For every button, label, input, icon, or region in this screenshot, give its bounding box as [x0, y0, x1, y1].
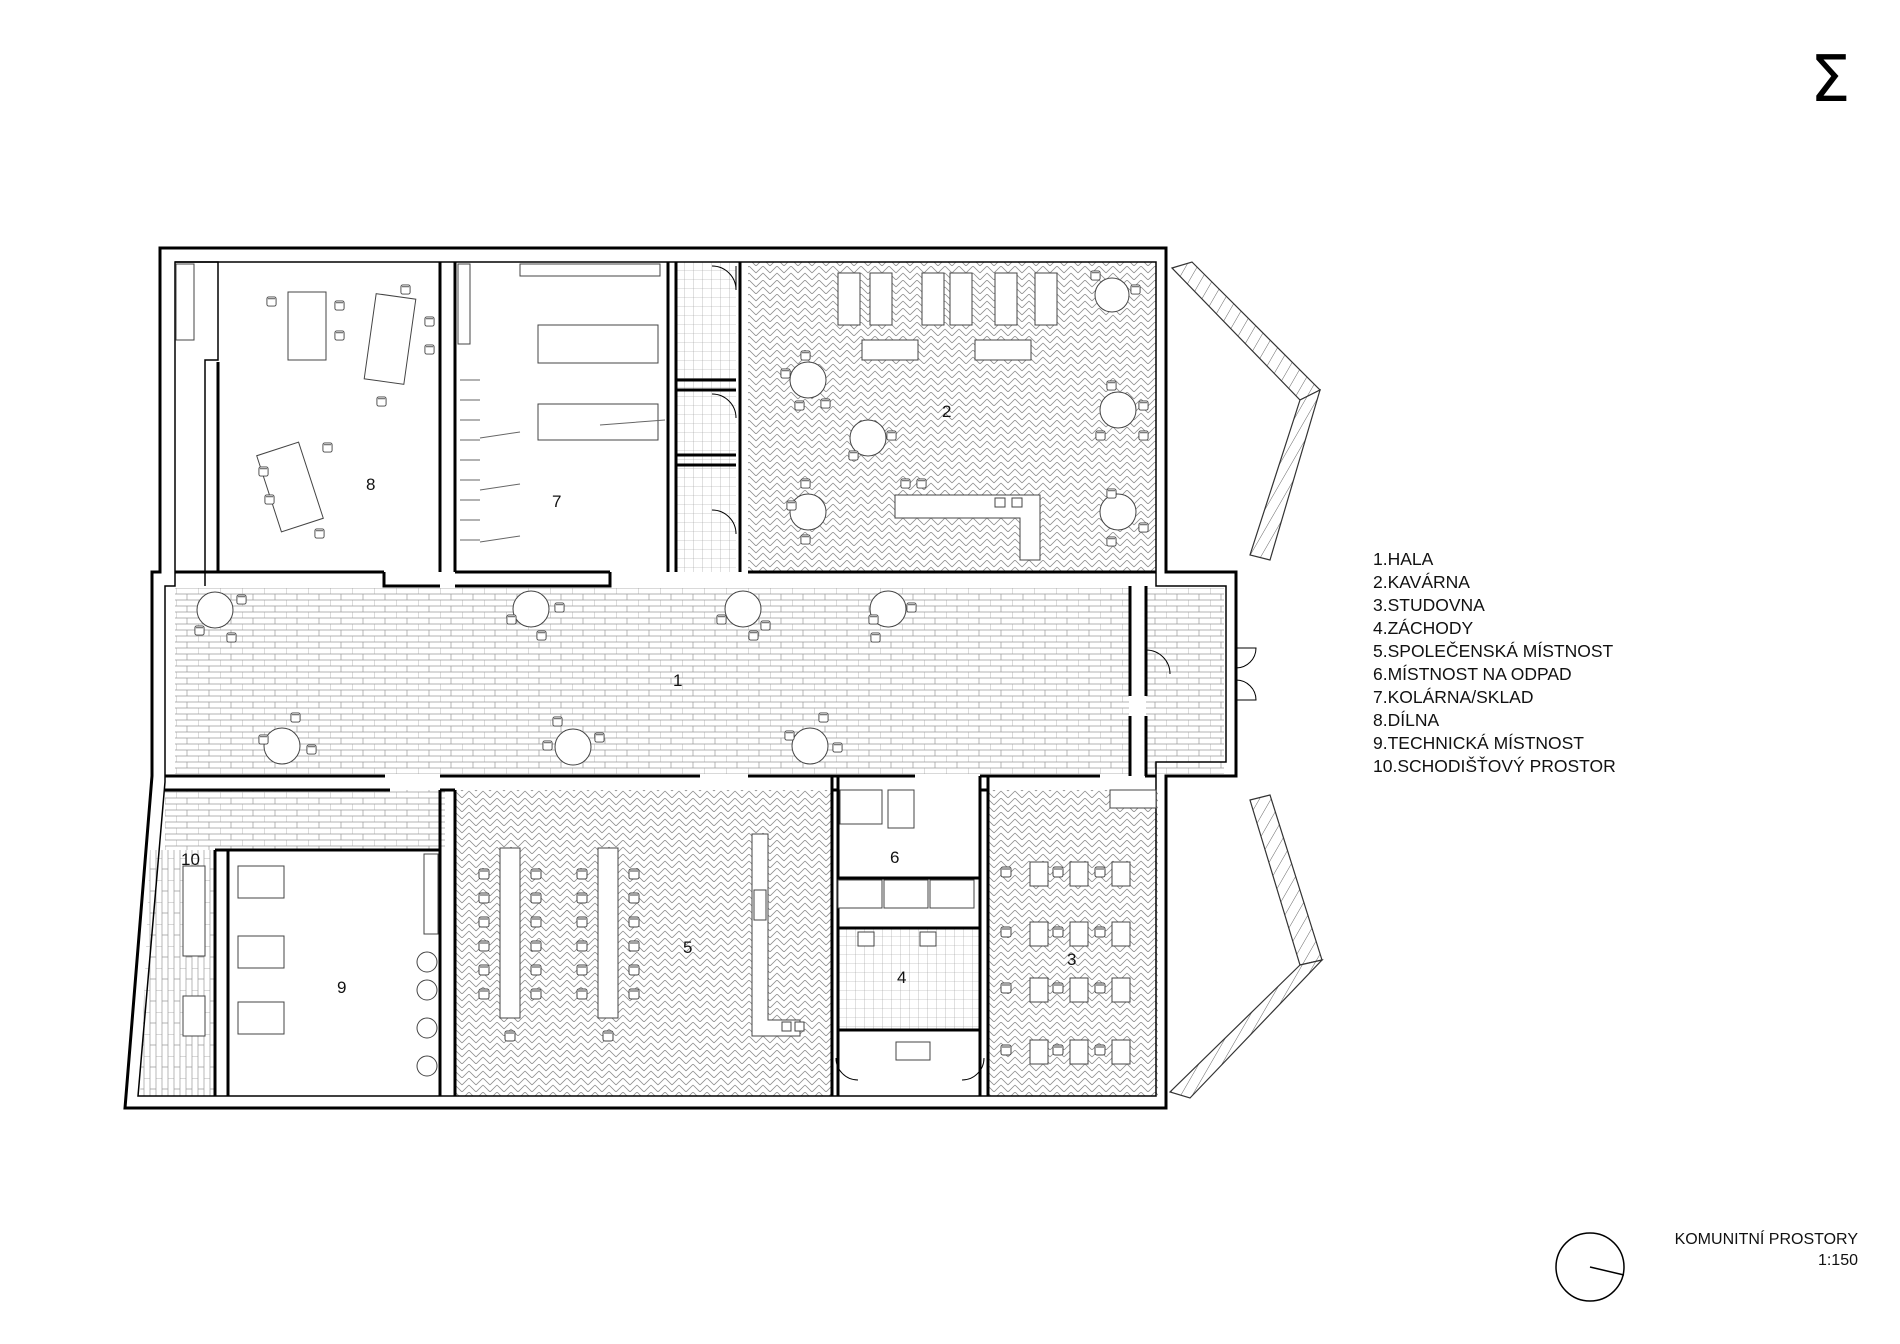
- room-legend: 1.HALA 2.KAVÁRNA 3.STUDOVNA 4.ZÁCHODY 5.…: [1373, 548, 1616, 778]
- room-number-9: 9: [337, 978, 346, 997]
- legend-item: 5.SPOLEČENSKÁ MÍSTNOST: [1373, 641, 1614, 661]
- ramp-upper-b: [1249, 388, 1321, 561]
- legend-item: 1.HALA: [1373, 549, 1434, 569]
- drawing-scale: 1:150: [1817, 1252, 1858, 1269]
- legend-item: 6.MÍSTNOST NA ODPAD: [1373, 664, 1572, 684]
- legend-item: 8.DÍLNA: [1373, 710, 1440, 730]
- legend-item: 9.TECHNICKÁ MÍSTNOST: [1373, 733, 1584, 753]
- room-number-5: 5: [683, 938, 692, 957]
- ramp-lower-b: [1168, 958, 1324, 1099]
- social-room-furniture: [499, 833, 805, 1037]
- room-number-6: 6: [890, 848, 899, 867]
- room-number-4: 4: [897, 968, 906, 987]
- doors: [711, 265, 1257, 1081]
- bike-room-furniture: [457, 263, 666, 543]
- study-furniture: [1029, 789, 1157, 1065]
- outer-wall: [123, 246, 1238, 1110]
- room-number-1: 1: [673, 671, 682, 690]
- hall-floor: [175, 588, 1129, 774]
- drawing-title: KOMUNITNÍ PROSTORY: [1674, 1231, 1858, 1248]
- room-numbers: 1 2 3 4 5 6 7 8 9 10: [181, 402, 1076, 997]
- legend-item: 2.KAVÁRNA: [1373, 572, 1470, 592]
- waste-room-furniture: [837, 789, 975, 1061]
- technical-room-furniture: [182, 853, 439, 1077]
- cafe-furniture: [789, 272, 1137, 561]
- ramp-lower-a: [1249, 794, 1323, 966]
- room-number-10: 10: [181, 850, 200, 869]
- walls: [123, 246, 1238, 1110]
- ramp-upper-a: [1170, 261, 1322, 401]
- legend-item: 4.ZÁCHODY: [1373, 618, 1474, 638]
- workshop-furniture: [175, 263, 417, 533]
- north-arrow-icon: [1555, 1232, 1625, 1302]
- legend-item: 7.KOLÁRNA/SKLAD: [1373, 687, 1534, 707]
- room-number-8: 8: [366, 475, 375, 494]
- wc-upper-floor: [676, 262, 736, 572]
- room-number-7: 7: [552, 492, 561, 511]
- ramps: [1168, 261, 1324, 1099]
- legend-item: 10.SCHODIŠŤOVÝ PROSTOR: [1373, 756, 1616, 776]
- room-number-3: 3: [1067, 950, 1076, 969]
- outer-wall-inner: [137, 261, 1227, 1097]
- drawing-title-block: KOMUNITNÍ PROSTORY 1:150: [1675, 1229, 1858, 1271]
- hall-tables: [196, 590, 907, 766]
- sigma-logo: Σ: [1810, 43, 1851, 117]
- room-number-2: 2: [942, 402, 951, 421]
- stair-landing-floor: [165, 790, 445, 850]
- entrance-floor: [1146, 588, 1224, 774]
- legend-item: 3.STUDOVNA: [1373, 595, 1485, 615]
